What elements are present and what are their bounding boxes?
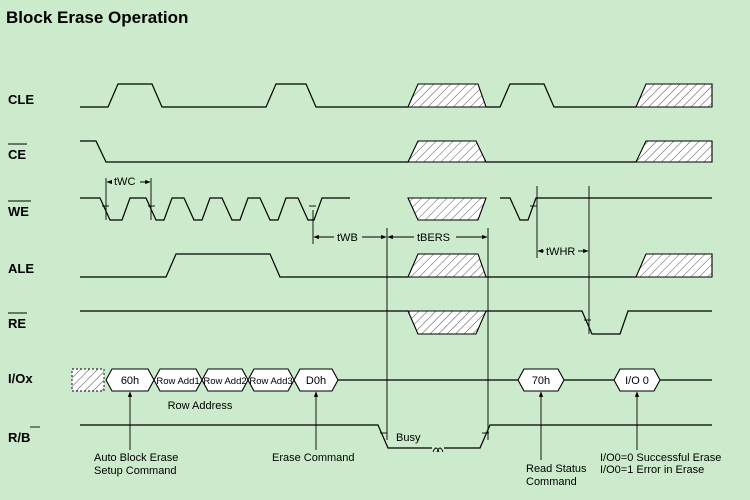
- rb-waveform: [80, 424, 712, 453]
- page-title: Block Erase Operation: [6, 8, 188, 27]
- twhr-arrow: tWHR: [537, 244, 589, 258]
- svg-text:D0h: D0h: [306, 375, 326, 387]
- io-bus-cell-row-add3: Row Add3: [247, 368, 295, 392]
- signal-label-re: RE: [8, 316, 26, 331]
- twhr-label: tWHR: [546, 246, 575, 258]
- we-waveform: [80, 197, 712, 221]
- signal-label-ale: ALE: [8, 261, 34, 276]
- read-status-command-label: Command: [526, 476, 577, 488]
- io-bus-cell-row-add2: Row Add2: [201, 368, 249, 392]
- signal-label-cle: CLE: [8, 92, 34, 107]
- read-status-label: Read Status: [526, 463, 587, 475]
- io-bus-cell-60h: 60h: [105, 368, 155, 392]
- erase-command-label: Erase Command: [272, 452, 355, 464]
- ale-waveform: [80, 253, 713, 278]
- signal-label-we: WE: [8, 204, 29, 219]
- svg-text:Row Add3: Row Add3: [249, 376, 292, 387]
- svg-text:60h: 60h: [121, 375, 139, 387]
- signal-label-ce: CE: [8, 147, 26, 162]
- tbers-arrow: tBERS: [387, 230, 488, 244]
- ce-waveform: [80, 140, 713, 163]
- svg-text:Row Add2: Row Add2: [203, 376, 246, 387]
- signal-label-rb: R/B: [8, 430, 30, 445]
- svg-text:Row Add1: Row Add1: [156, 376, 199, 387]
- svg-text:I/O 0: I/O 0: [625, 375, 649, 387]
- tbers-label: tBERS: [417, 232, 450, 244]
- re-waveform: [80, 310, 712, 335]
- io-bus-cell-d0h: D0h: [293, 368, 339, 392]
- io-success-label: I/O0=0 Successful Erase: [600, 452, 721, 464]
- auto-block-erase-label: Auto Block Erase: [94, 452, 178, 464]
- twb-arrow: tWB: [313, 230, 387, 244]
- twc-arrow: tWC: [106, 174, 151, 188]
- svg-text:70h: 70h: [532, 375, 550, 387]
- reference-lines: [105, 178, 590, 440]
- setup-command-label: Setup Command: [94, 465, 177, 477]
- twb-label: tWB: [337, 232, 358, 244]
- io-error-label: I/O0=1 Error in Erase: [600, 464, 704, 476]
- cle-waveform: [80, 83, 713, 108]
- io-bus-cell-io0: I/O 0: [613, 368, 661, 392]
- io-bus-cell-70h: 70h: [517, 368, 565, 392]
- twc-label: tWC: [114, 176, 135, 188]
- row-address-label: Row Address: [168, 400, 233, 412]
- annotation-pointers: [127, 391, 640, 460]
- io-bus-cell-row-add1: Row Add1: [153, 368, 203, 392]
- busy-label: Busy: [396, 432, 421, 444]
- signal-label-io: I/Ox: [8, 371, 33, 386]
